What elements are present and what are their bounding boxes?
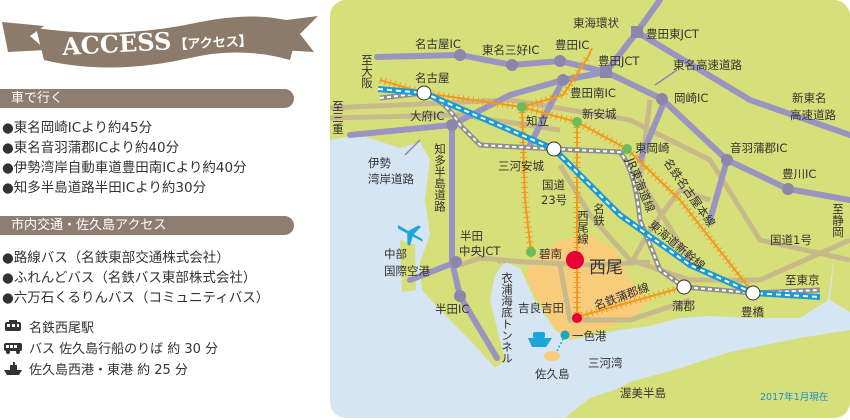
- atsumi-peninsula: [565, 330, 850, 418]
- map-label: 国道: [542, 178, 565, 192]
- map-label: 国際空港: [384, 264, 430, 278]
- legend-train: 名鉄西尾駅: [4, 317, 94, 336]
- pointer-tomei: [654, 69, 678, 86]
- map-label: 豊田東JCT: [646, 27, 700, 41]
- pointer-isewangan: [404, 139, 421, 156]
- ferry-route: [555, 334, 566, 354]
- ship-icon: [4, 362, 22, 375]
- map-label: 中部: [384, 247, 407, 261]
- map-label: 大府IC: [410, 109, 444, 123]
- map-label: 名古屋: [415, 71, 450, 85]
- airplane-icon: [397, 225, 423, 246]
- ship-icon: [528, 332, 552, 347]
- map-label: 吉良吉田: [518, 301, 564, 315]
- mainland: [330, 0, 850, 418]
- legend-text: 佐久島西港・東港 約 25 分: [29, 363, 188, 378]
- map-label: 豊田JCT: [598, 54, 640, 68]
- map-label: 碧南: [539, 247, 562, 261]
- ribbon-graphic: [2, 16, 318, 68]
- map-label: 至大阪: [360, 54, 374, 89]
- legend-bus: バス 佐久島行船のりば 約 30 分: [4, 338, 218, 357]
- map-label: 西尾線: [576, 210, 590, 245]
- map-label: 三河安城: [498, 159, 544, 173]
- local-item: ●六万石くるりんバス（コミュニティバス）: [2, 290, 270, 306]
- map-label: 半田: [460, 229, 483, 243]
- map-label: 至静岡: [831, 203, 845, 238]
- map-label: 高速道路: [790, 108, 836, 122]
- map-label: 豊田南IC: [570, 86, 616, 100]
- car-item: ●東名音羽蒲郡ICより約40分: [2, 140, 180, 156]
- map-label: 至三重: [331, 100, 345, 135]
- map-label: 豊田IC: [555, 38, 589, 52]
- map-label: 東海環状: [573, 16, 619, 30]
- local-heading: 市内交通・佐久島アクセス: [0, 216, 294, 235]
- stations: [416, 85, 761, 340]
- access-panel: ACCESS【アクセス】 車で行く ●東名岡崎ICより約45分 ●東名音羽蒲郡I…: [0, 0, 318, 420]
- map-label: 半田IC: [435, 302, 469, 316]
- map-label: 東岡崎: [635, 141, 670, 155]
- legend-text: バス 佐久島行船のりば 約 30 分: [29, 342, 219, 357]
- map-label: 豊橋: [741, 305, 764, 319]
- car-heading: 車で行く: [0, 89, 294, 108]
- ic-markers: [446, 26, 794, 302]
- local-item: ●ふれんどバス（名鉄バス東部株式会社）: [2, 270, 257, 286]
- map-label: 三河湾: [588, 356, 623, 370]
- map-label: 一色港: [572, 329, 607, 343]
- map-label: 国道1号: [770, 233, 812, 247]
- map-label: 知立: [526, 114, 549, 128]
- legend-text: 名鉄西尾駅: [29, 321, 95, 336]
- map-label: 東名高速道路: [673, 58, 742, 72]
- map-label: 東名三好IC: [482, 43, 539, 57]
- access-map: 東海環状 豊田東JCT 名古屋IC 東名三好IC 豊田IC 豊田JCT 東名高速…: [330, 0, 850, 418]
- map-label: 新東名: [792, 91, 827, 105]
- access-banner: ACCESS【アクセス】: [0, 0, 320, 75]
- map-label: 音羽蒲郡IC: [730, 141, 787, 155]
- map-label: 23号: [541, 193, 567, 207]
- map-label: 湾岸道路: [368, 172, 414, 186]
- map-label: 知多半島道路: [433, 142, 447, 213]
- map-label: 蒲郡: [672, 299, 695, 313]
- car-item: ●東名岡崎ICより約45分: [2, 120, 153, 136]
- map-label: 伊勢: [368, 156, 391, 170]
- map-label: 至東京: [785, 273, 820, 287]
- nishio-area: [525, 235, 650, 338]
- map-label: 新安城: [582, 107, 617, 121]
- car-item: ●伊勢湾岸自動車道豊田南ICより約40分: [2, 160, 247, 176]
- car-item: ●知多半島道路半田ICより約30分: [2, 180, 207, 196]
- map-label: 岡崎IC: [674, 91, 708, 105]
- map-label: 名古屋IC: [415, 37, 461, 51]
- map-label-nishio: 西尾: [589, 258, 623, 278]
- map-label: 豊川IC: [782, 167, 816, 181]
- bus-icon: [4, 343, 22, 354]
- local-item: ●路線バス（名鉄東部交通株式会社）: [2, 250, 230, 266]
- legend-ship: 佐久島西港・東港 約 25 分: [4, 359, 188, 378]
- map-canvas: 東海環状 豊田東JCT 名古屋IC 東名三好IC 豊田IC 豊田JCT 東名高速…: [330, 0, 850, 418]
- jr-tokaido-dash: [379, 91, 821, 295]
- map-label: 名鉄: [592, 202, 606, 226]
- map-label: 渥美半島: [620, 386, 666, 400]
- map-label: 中央JCT: [459, 244, 501, 258]
- map-label: 佐久島: [535, 367, 570, 381]
- map-date-note: 2017年1月現在: [760, 391, 828, 403]
- train-icon: [5, 320, 21, 331]
- sakushima: [544, 351, 560, 361]
- map-label: 衣浦海底トンネル: [500, 271, 514, 364]
- banner-subtitle: 【アクセス】: [174, 34, 253, 54]
